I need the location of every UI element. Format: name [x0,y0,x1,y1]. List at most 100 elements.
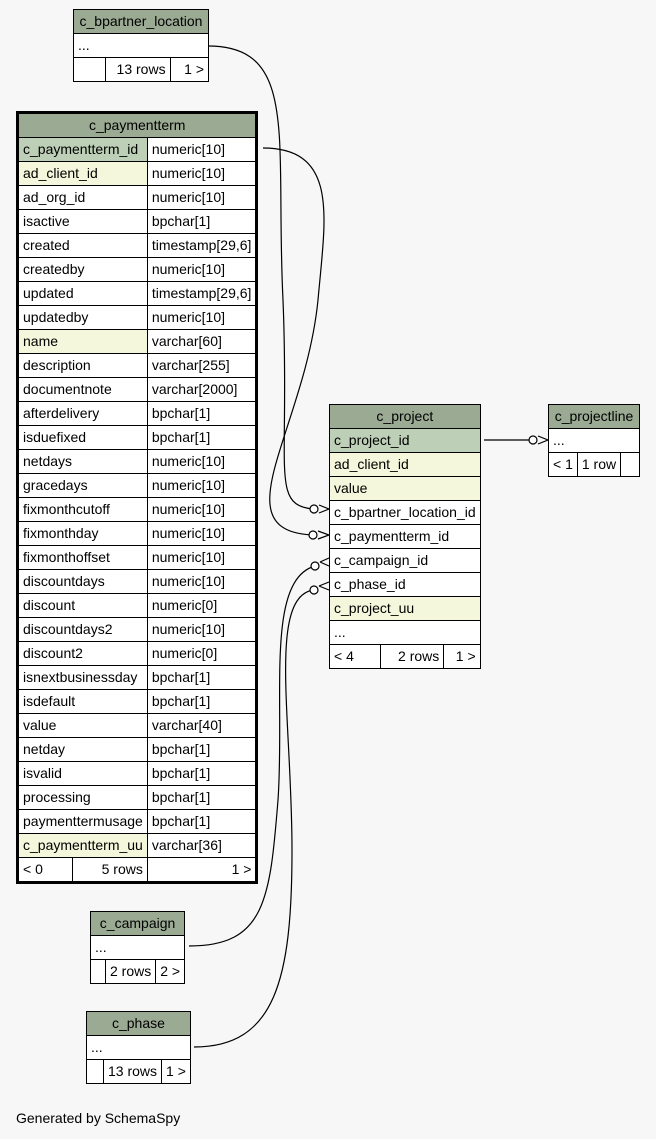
column-row[interactable]: c_bpartner_location_id [329,500,481,525]
column-name[interactable]: ad_org_id [17,185,148,210]
column-name[interactable]: updated [17,281,148,306]
column-name[interactable]: ad_client_id [329,452,481,477]
column-row[interactable]: c_paymentterm_id [329,524,481,549]
children-count[interactable]: 2 > [155,959,186,984]
column-name[interactable]: documentnote [17,377,148,402]
column-name[interactable]: c_campaign_id [329,548,481,573]
parents-count[interactable]: < 1 [548,452,578,477]
column-name[interactable]: isnextbusinessday [17,665,148,690]
column-name[interactable]: value [17,713,148,738]
column-name[interactable]: ad_client_id [17,161,148,186]
column-name[interactable]: createdby [17,257,148,282]
column-name[interactable]: gracedays [17,473,148,498]
table-c-campaign[interactable]: c_campaign ... 2 rows 2 > [89,911,186,984]
column-name[interactable]: isvalid [17,761,148,786]
column-name[interactable]: c_phase_id [329,572,481,597]
table-c-bpartner-location[interactable]: c_bpartner_location ... 13 rows 1 > [73,9,210,82]
column-name[interactable]: isactive [17,209,148,234]
column-row[interactable]: c_phase_id [329,572,481,597]
column-row[interactable]: ad_client_id [329,452,481,477]
table-header[interactable]: c_phase [86,1011,191,1036]
column-row[interactable]: c_project_id [329,428,481,453]
children-count[interactable]: 1 > [169,57,210,82]
table-header[interactable]: c_projectline [547,404,641,429]
column-name[interactable]: isdefault [17,689,148,714]
column-name[interactable]: discount [17,593,148,618]
parents-count[interactable]: < 0 [17,857,73,883]
column-name[interactable]: c_paymentterm_id [329,524,481,549]
column-row[interactable]: c_project_uu [329,596,481,621]
column-type: numeric[10] [146,569,258,594]
column-name[interactable]: c_project_uu [329,596,481,621]
table-header[interactable]: c_paymentterm [16,112,258,138]
column-name[interactable]: isduefixed [17,425,148,450]
column-name[interactable]: updatedby [17,305,148,330]
table-header[interactable]: c_bpartner_location [73,9,209,34]
column-row[interactable]: c_campaign_id [329,548,481,573]
column-name[interactable]: discountdays2 [17,617,148,642]
column-name[interactable]: afterdelivery [17,401,148,426]
column-name[interactable]: c_paymentterm_id [17,137,148,162]
column-name[interactable]: fixmonthoffset [17,545,148,570]
column-name[interactable]: description [17,353,148,378]
column-name[interactable]: c_paymentterm_uu [17,833,148,858]
column-name[interactable]: created [17,233,148,258]
generated-by-footer[interactable]: Generated by SchemaSpy [16,1110,181,1126]
column-name[interactable]: netday [17,737,148,762]
column-name[interactable]: c_bpartner_location_id [329,500,481,525]
column-name[interactable]: processing [17,785,148,810]
column-name[interactable]: discount2 [17,641,148,666]
column-name[interactable]: name [17,329,148,354]
parents-count[interactable]: < 4 [329,644,381,669]
children-count[interactable]: 1 > [146,857,258,883]
row-count: 13 rows [104,57,171,82]
children-count[interactable]: 1 > [443,644,481,669]
column-name[interactable]: paymenttermusage [17,809,148,834]
column-name[interactable]: c_project_id [329,428,481,453]
column-type: numeric[10] [146,161,258,186]
column-name[interactable]: value [329,476,481,501]
column-name[interactable]: netdays [17,449,148,474]
column-name[interactable]: discountdays [17,569,148,594]
column-name[interactable]: fixmonthday [17,521,148,546]
table-header[interactable]: c_project [329,404,481,429]
table-c-phase[interactable]: c_phase ... 13 rows 1 > [86,1011,191,1084]
column-row[interactable]: value [329,476,481,501]
children-count[interactable]: 1 > [161,1059,191,1084]
table-header[interactable]: c_campaign [89,911,186,936]
column-name[interactable]: fixmonthcutoff [17,497,148,522]
table-c-projectline[interactable]: c_projectline ... < 1 1 row [547,404,641,477]
